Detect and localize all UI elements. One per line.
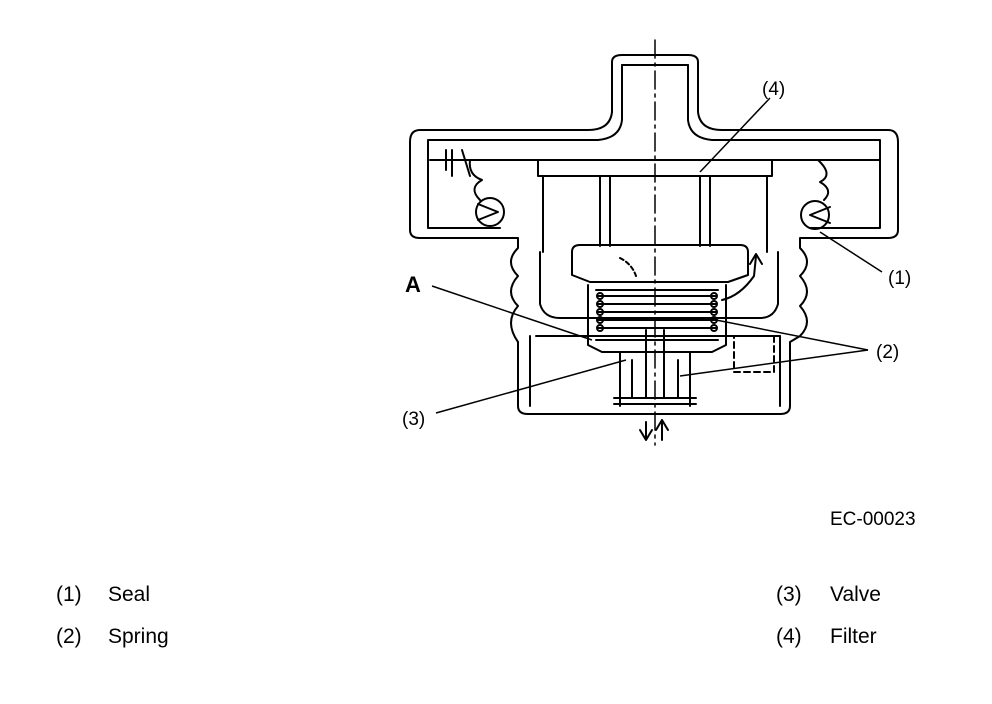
callout-valve: (3) [402, 409, 426, 430]
spring-coils [596, 292, 718, 332]
legend-num-filter: (4) [776, 625, 802, 648]
leader-spring-2 [679, 349, 869, 377]
leader-seal [819, 231, 883, 273]
legend-name-spring: Spring [108, 625, 169, 648]
leader-filter [699, 97, 771, 173]
legend-name-filter: Filter [830, 625, 877, 648]
legend-name-valve: Valve [830, 583, 881, 606]
legend-name-seal: Seal [108, 583, 151, 606]
legend-num-spring: (2) [56, 625, 82, 648]
callout-a: A [405, 272, 421, 297]
legend-num-valve: (3) [776, 583, 802, 606]
leader-a [431, 285, 593, 341]
cap-outline [409, 54, 899, 415]
leader-spring-1 [715, 319, 869, 351]
figure-code: EC-00023 [830, 509, 916, 530]
callout-spring: (2) [876, 342, 900, 363]
leader-valve [435, 359, 627, 414]
legend-num-seal: (1) [56, 583, 82, 606]
callout-filter: (4) [762, 79, 786, 100]
filter-plate [537, 159, 773, 177]
valve-housing [571, 244, 749, 283]
callout-seal: (1) [888, 268, 912, 289]
valve-stem [619, 351, 691, 407]
